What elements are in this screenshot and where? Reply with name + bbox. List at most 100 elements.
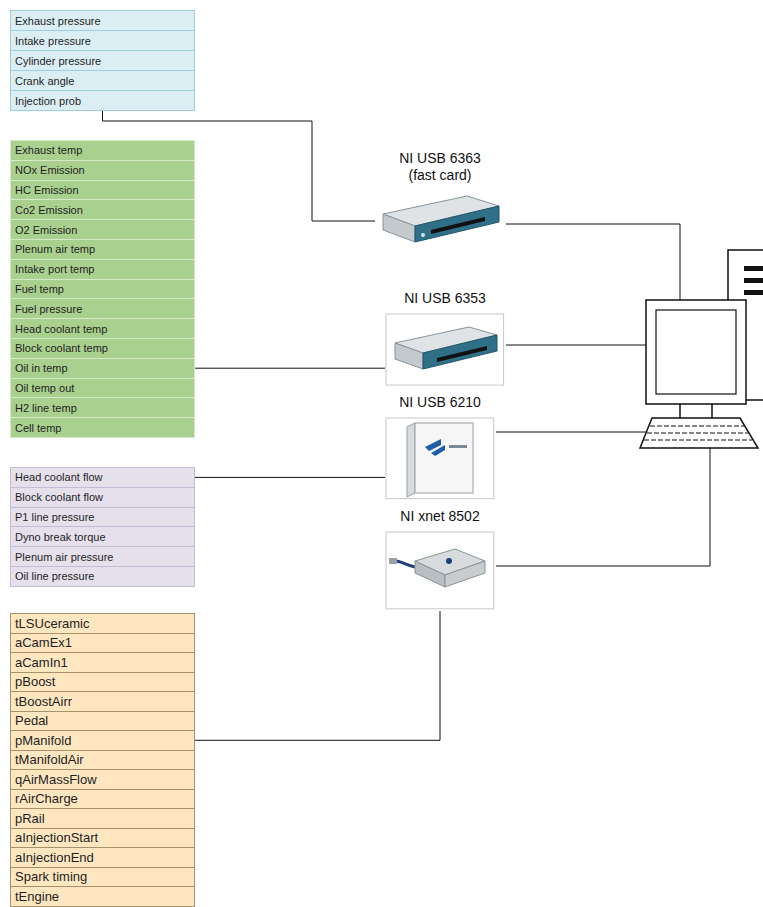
signal-name: Oil line pressure <box>15 570 94 582</box>
signal-row: Spark timing <box>10 867 195 888</box>
signal-name: Spark timing <box>15 869 87 884</box>
signal-row: Injection prob <box>10 90 195 111</box>
signal-name: Oil in temp <box>15 362 68 374</box>
keyboard-keys <box>647 433 748 434</box>
daq-device: NI USB 6363 (fast card) <box>375 150 505 252</box>
signal-name: pManifold <box>15 733 71 748</box>
signal-row: Fuel temp <box>10 279 195 300</box>
signal-name: Head coolant temp <box>15 323 107 335</box>
signal-name: tLSUceramic <box>15 616 89 631</box>
signal-row: pRail <box>10 808 195 829</box>
signal-name: Cylinder pressure <box>15 55 101 67</box>
signal-row: Pedal <box>10 711 195 732</box>
signal-row: O2 Emission <box>10 219 195 240</box>
signal-row: qAirMassFlow <box>10 769 195 790</box>
keyboard-outline <box>640 418 758 448</box>
signal-name: P1 line pressure <box>15 511 95 523</box>
signal-name: qAirMassFlow <box>15 772 97 787</box>
signal-row: Head coolant flow <box>10 467 195 488</box>
signal-row: Cylinder pressure <box>10 50 195 71</box>
connector-line <box>195 611 440 740</box>
signal-row: Oil line pressure <box>10 566 195 587</box>
signal-row: Head coolant temp <box>10 318 195 339</box>
signal-row: pBoost <box>10 672 195 693</box>
signal-name: aInjectionStart <box>15 830 98 845</box>
device-label: NI xnet 8502 <box>390 508 490 525</box>
photo-frame <box>386 532 494 609</box>
keyboard-keys <box>650 426 744 427</box>
usb-cable-line <box>496 448 710 566</box>
signal-name: Intake port temp <box>15 263 95 275</box>
signal-name: Crank angle <box>15 75 74 87</box>
daq-device-illustration <box>385 313 505 387</box>
signal-row: NOx Emission <box>10 160 195 181</box>
monitor-stand <box>711 404 713 418</box>
signal-name: pBoost <box>15 674 55 689</box>
signal-name: Intake pressure <box>15 35 91 47</box>
daq-device: NI USB 6210 <box>385 394 495 501</box>
signal-row: Cell temp <box>10 417 195 438</box>
signal-row: Crank angle <box>10 70 195 91</box>
signal-row: tManifoldAir <box>10 750 195 771</box>
device-picture <box>375 190 505 252</box>
device-picture <box>385 417 495 501</box>
signal-row: tBoostAirr <box>10 691 195 712</box>
signal-row: Intake pressure <box>10 30 195 51</box>
usb-cable-line <box>506 224 680 300</box>
signal-row: aInjectionEnd <box>10 847 195 868</box>
signal-row: aCamEx1 <box>10 633 195 654</box>
signal-name: Exhaust pressure <box>15 15 101 27</box>
signal-name: Head coolant flow <box>15 471 102 483</box>
signal-row: Oil in temp <box>10 358 195 379</box>
usb-cable-line <box>506 345 646 346</box>
signal-row: Co2 Emission <box>10 199 195 220</box>
daq-device-illustration <box>375 190 505 252</box>
signal-row: tLSUceramic <box>10 613 195 634</box>
keyboard-keys <box>644 440 752 441</box>
device-picture <box>385 313 505 387</box>
signal-row: HC Emission <box>10 180 195 201</box>
signal-name: Block coolant flow <box>15 491 103 503</box>
signal-name: aInjectionEnd <box>15 850 94 865</box>
signal-row: Block coolant temp <box>10 338 195 359</box>
usb-cable-line <box>496 432 646 433</box>
signal-name: Oil temp out <box>15 382 74 394</box>
signal-name: Injection prob <box>15 95 81 107</box>
monitor-outline <box>646 300 746 404</box>
signal-name: Fuel pressure <box>15 303 82 315</box>
signal-name: aCamIn1 <box>15 655 68 670</box>
signal-name: Plenum air pressure <box>15 551 113 563</box>
device-picture <box>385 531 495 611</box>
signal-name: rAirCharge <box>15 791 78 806</box>
device-label: NI USB 6353 <box>395 290 495 307</box>
signal-name: O2 Emission <box>15 224 77 236</box>
signal-row: Dyno break torque <box>10 526 195 547</box>
signal-name: Fuel temp <box>15 283 64 295</box>
signal-row: Oil temp out <box>10 378 195 399</box>
signal-row: Plenum air pressure <box>10 546 195 567</box>
signal-name: Block coolant temp <box>15 342 108 354</box>
photo-frame <box>386 314 504 385</box>
signal-row: aInjectionStart <box>10 828 195 849</box>
photo-frame <box>386 418 494 499</box>
connector-line <box>195 368 385 369</box>
daq-device-illustration <box>385 417 495 501</box>
signal-name: Cell temp <box>15 422 61 434</box>
signal-name: H2 line temp <box>15 402 77 414</box>
daq-device: NI USB 6353 <box>385 290 505 387</box>
signal-row: pManifold <box>10 730 195 751</box>
signal-row: Block coolant flow <box>10 487 195 508</box>
signal-name: Pedal <box>15 713 48 728</box>
signal-name: aCamEx1 <box>15 635 72 650</box>
signal-row: Exhaust pressure <box>10 10 195 31</box>
tower-slot <box>744 266 763 271</box>
signal-name: tEngine <box>15 889 59 904</box>
pc-keyboard <box>640 418 758 448</box>
connector-line <box>195 477 385 478</box>
device-label: NI USB 6210 <box>390 394 490 411</box>
signal-name: NOx Emission <box>15 164 85 176</box>
monitor-stand <box>679 404 681 418</box>
signal-name: Co2 Emission <box>15 204 83 216</box>
signal-name: Exhaust temp <box>15 144 82 156</box>
signal-row: Fuel pressure <box>10 298 195 319</box>
